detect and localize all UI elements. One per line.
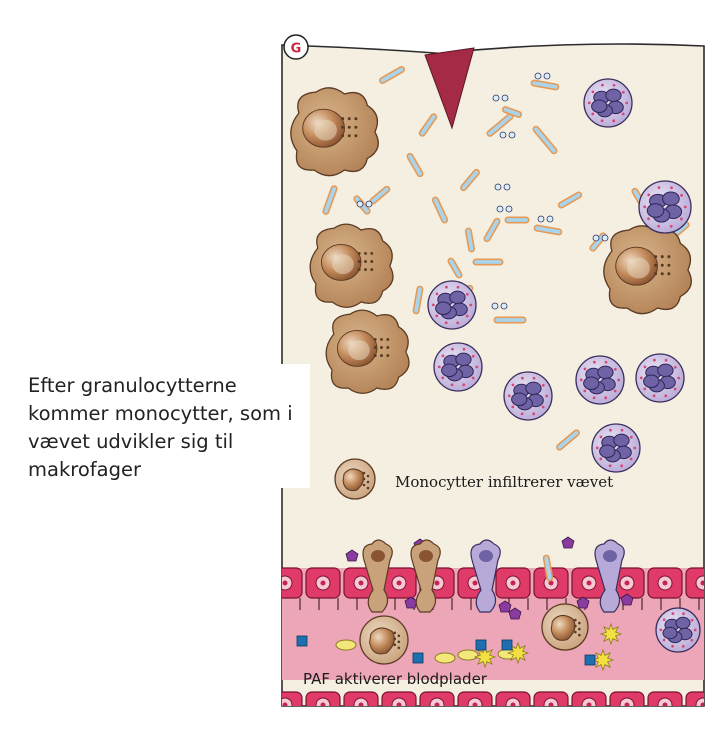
bacteria-icon [546,558,549,578]
neutrophil-icon [584,79,632,127]
macrophage-icon [604,226,691,314]
platelet-icon [336,640,356,650]
neutrophil-icon [504,372,552,420]
bacteria-icon [534,83,556,87]
neutrophil-icon [656,608,700,652]
macrophage-icon [310,224,393,307]
caption-line-2: kommer monocytter, som i [28,400,310,428]
endothelial-cell-icon [496,568,530,598]
neutrophil-icon [434,343,482,391]
caption-line-4: makrofager [28,456,310,484]
bacteria-icon [468,231,471,249]
caption-line-1: Efter granulocytterne [28,372,310,400]
platelet-icon [593,650,613,670]
neutrophil-icon [428,281,476,329]
macrophage-icon [291,88,378,176]
bacteria-icon [537,228,559,232]
endothelial-cell-icon [610,692,644,718]
bacteria-icon [416,289,420,311]
endothelial-cell-icon [648,568,682,598]
endothelial-cell-icon [534,692,568,718]
label-paf-activates-platelets: PAF aktiverer blodplader [303,670,488,688]
bacteria-icon [505,110,518,115]
monocyte-icon [360,616,408,664]
endothelial-cell-icon [268,568,302,598]
endothelial-cell-icon [344,692,378,718]
receptor-marker-icon [476,640,486,650]
receptor-marker-icon [297,636,307,646]
caption-line-3: vævet udvikler sig til [28,428,310,456]
platelet-icon [458,650,478,660]
caption-box: Efter granulocytterne kommer monocytter,… [0,364,310,488]
endothelial-cell-icon [686,568,720,598]
macrophage-icon [326,310,409,393]
endothelial-cell-icon [648,692,682,718]
receptor-marker-icon [585,655,595,665]
endothelial-cell-icon [306,692,340,718]
endothelial-cell-icon [306,568,340,598]
platelet-icon [601,624,621,644]
label-monocytes-infiltrate: Monocytter infiltrerer vævet [395,473,613,491]
monocyte-icon [335,459,375,499]
neutrophil-icon [592,424,640,472]
endothelial-cell-icon [268,692,302,718]
endothelial-cell-icon [382,692,416,718]
platelet-icon [435,653,455,663]
endothelial-cell-icon [458,692,492,718]
endothelial-cell-icon [686,692,720,718]
receptor-marker-icon [502,640,512,650]
endothelial-cell-icon [496,692,530,718]
endothelial-cell-icon [420,692,454,718]
panel-badge: G [291,42,302,57]
neutrophil-icon [636,354,684,402]
endothelial-cell-icon [572,692,606,718]
neutrophil-icon [576,356,624,404]
receptor-marker-icon [413,653,423,663]
monocyte-icon [542,604,588,650]
neutrophil-icon [639,181,691,233]
